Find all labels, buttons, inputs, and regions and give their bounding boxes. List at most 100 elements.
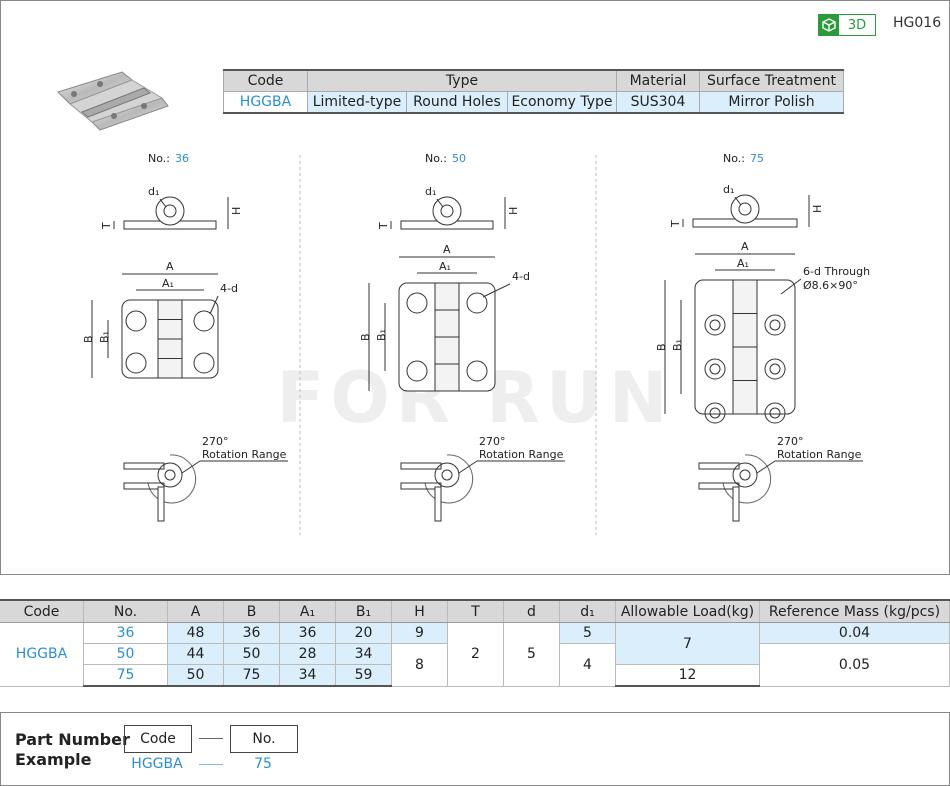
dim-a-label: A: [443, 243, 451, 256]
mounting-hole: [704, 314, 726, 336]
col-load: Allowable Load(kg): [615, 599, 760, 623]
rotation-leaf-lower: [123, 482, 165, 490]
side-view-pin-hole: [163, 204, 177, 218]
rotation-range-label: Rotation Range: [202, 448, 287, 461]
model-code: HG016: [893, 15, 942, 31]
cell-code: HGGBA: [0, 622, 84, 687]
cell-d1: 5: [559, 622, 616, 644]
no-label: No.:: [148, 152, 170, 165]
dim-d1-leader: [159, 198, 167, 208]
mounting-hole: [764, 402, 786, 424]
rotation-leaf-open: [434, 486, 442, 522]
spec-code: HGGBA: [223, 91, 308, 114]
col-t: T: [447, 599, 504, 623]
mounting-hole: [764, 314, 786, 336]
mounting-hole: [193, 352, 215, 374]
no-value: 36: [175, 152, 189, 165]
dim-t-label: T: [100, 222, 113, 230]
mounting-hole: [125, 310, 147, 332]
mounting-hole: [125, 352, 147, 374]
rotation-arc: [147, 454, 197, 504]
cell-a: 48: [167, 622, 224, 644]
col-b: B: [223, 599, 280, 623]
rotation-angle-label: 270°: [202, 435, 229, 448]
countersink-hole: [709, 407, 721, 419]
hole-note: 4-d: [512, 270, 530, 283]
cell-no: 50: [83, 643, 168, 665]
cell-a1: 36: [279, 622, 336, 644]
countersink-hole: [769, 407, 781, 419]
dim-d1-label: d₁: [425, 185, 436, 198]
rotation-arc: [722, 454, 772, 504]
dim-d1-leader: [436, 198, 444, 208]
mounting-hole: [466, 360, 488, 382]
no-value: 75: [750, 152, 764, 165]
dim-a1-label: A₁: [162, 277, 174, 290]
dim-a-label: A: [166, 260, 174, 273]
rotation-pin: [164, 469, 176, 481]
dim-d1-leader: [734, 196, 742, 206]
part-number-title: Part Number Example: [15, 730, 130, 770]
hole-spec: Ø8.6×90°: [803, 279, 858, 292]
separator-dash: [199, 738, 223, 739]
side-view-pin-hole: [440, 204, 454, 218]
col-d: d: [503, 599, 560, 623]
table-row: HGGBA 36 48 36 36 20 9 2 5 5 7 0.04: [0, 622, 950, 687]
dim-b1-label: B₁: [375, 329, 388, 341]
no-label: No.:: [723, 152, 745, 165]
dim-t-label: T: [669, 220, 682, 228]
dim-d1-label: d₁: [148, 185, 159, 198]
dim-a1-label: A₁: [439, 260, 451, 273]
side-view-pin-hole: [738, 202, 752, 216]
side-view-knuckle: [432, 196, 462, 226]
col-a1: A₁: [279, 599, 336, 623]
cell-h: 8: [391, 643, 448, 687]
dim-b-label: B: [359, 333, 372, 341]
rotation-range-label: Rotation Range: [479, 448, 564, 461]
spec-header-material: Material: [616, 69, 700, 92]
dim-b-label: B: [82, 335, 95, 343]
rotation-leaf-upper: [400, 462, 442, 470]
spec-type-2: Round Holes: [406, 91, 508, 114]
rotation-pin: [441, 469, 453, 481]
value-dash: [199, 764, 223, 765]
no-value: 75: [254, 756, 272, 772]
hinge-photo: [57, 71, 169, 131]
rotation-leaf-upper: [123, 462, 165, 470]
title-line-1: Part Number: [15, 730, 130, 749]
cell-b1: 20: [335, 622, 392, 644]
dim-d1-label: d₁: [723, 183, 734, 196]
code-box: Code: [124, 725, 192, 753]
cell-a1: 34: [279, 664, 336, 687]
cell-d: 5: [503, 622, 560, 687]
rotation-leaf-lower: [698, 482, 740, 490]
mounting-hole: [406, 360, 428, 382]
side-view-knuckle: [730, 194, 760, 224]
part-number-example: Part Number Example Code No. HGGBA 75: [0, 712, 950, 786]
mounting-hole: [704, 402, 726, 424]
mounting-hole: [406, 292, 428, 314]
mounting-hole: [466, 292, 488, 314]
dim-b1-label: B₁: [671, 339, 684, 351]
rotation-leader: [181, 460, 201, 474]
cell-a1: 28: [279, 643, 336, 665]
cell-mass: 0.05: [759, 643, 950, 687]
countersink-hole: [769, 319, 781, 331]
rotation-leader: [756, 460, 776, 474]
countersink-hole: [709, 319, 721, 331]
spec-table: Code Type Material Surface Treatment HGG…: [223, 69, 844, 114]
rotation-leaf-upper: [698, 462, 740, 470]
cell-a: 44: [167, 643, 224, 665]
code-value: HGGBA: [131, 756, 183, 772]
cell-a: 50: [167, 664, 224, 687]
dim-b1-label: B₁: [98, 331, 111, 343]
spec-surface: Mirror Polish: [699, 91, 844, 114]
3d-label: 3D: [847, 17, 867, 33]
title-line-2: Example: [15, 750, 92, 769]
countersink-hole: [709, 363, 721, 375]
dim-h-label: H: [811, 205, 824, 213]
3d-model-button[interactable]: 3D: [818, 14, 876, 36]
cell-b1: 59: [335, 664, 392, 687]
col-d1: d₁: [559, 599, 616, 623]
